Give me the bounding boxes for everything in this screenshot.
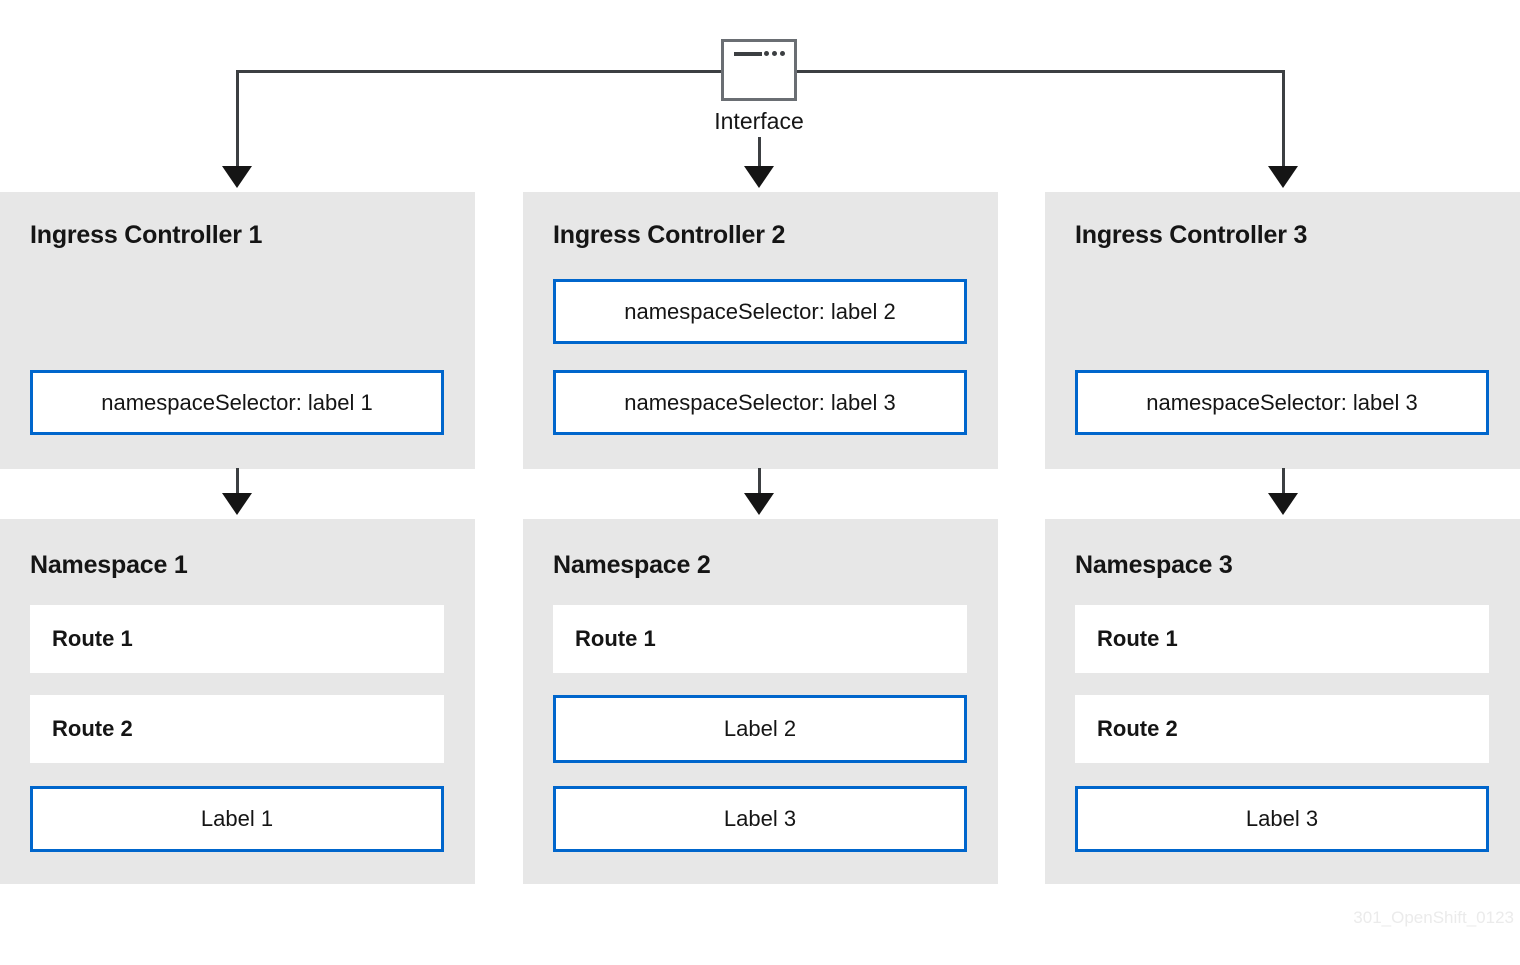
ingress-controller-3-panel: Ingress Controller 3 namespaceSelector: … [1045,192,1520,469]
ingress-controller-2-title: Ingress Controller 2 [553,221,786,249]
namespace-2-title: Namespace 2 [553,551,711,579]
window-icon [721,39,797,101]
connector-to-controller-1 [236,70,239,168]
arrowhead-to-namespace-1 [222,493,252,515]
arrowhead-to-namespace-2 [744,493,774,515]
watermark: 301_OpenShift_0123 [1353,908,1514,927]
route-box[interactable]: Route 1 [30,605,444,673]
connector-controller-1-to-namespace-1 [236,468,239,495]
window-icon-dots [764,51,785,56]
namespace-3-panel: Namespace 3 Route 1 Route 2 Label 3 [1045,519,1520,884]
ingress-controller-3-title: Ingress Controller 3 [1075,221,1308,249]
namespace-3-title: Namespace 3 [1075,551,1233,579]
route-label: Route 2 [1097,716,1178,741]
window-icon-title-bar [734,52,762,56]
label-text: Label 3 [723,806,797,831]
route-box[interactable]: Route 1 [1075,605,1489,673]
arrowhead-to-controller-1 [222,166,252,188]
route-label: Route 2 [52,716,133,741]
namespace-selector-box[interactable]: namespaceSelector: label 1 [30,370,444,435]
namespace-selector-box[interactable]: namespaceSelector: label 3 [553,370,967,435]
connector-to-controller-2 [758,137,761,168]
connector-to-controller-3 [1282,70,1285,168]
label-text: Label 1 [200,806,274,831]
route-box[interactable]: Route 2 [1075,695,1489,763]
route-label: Route 1 [1097,626,1178,651]
bus-line-left [236,70,722,73]
route-label: Route 1 [575,626,656,651]
route-label: Route 1 [52,626,133,651]
ingress-controller-1-panel: Ingress Controller 1 namespaceSelector: … [0,192,475,469]
ingress-controller-2-panel: Ingress Controller 2 namespaceSelector: … [523,192,998,469]
namespace-2-panel: Namespace 2 Route 1 Label 2 Label 3 [523,519,998,884]
namespace-selector-box[interactable]: namespaceSelector: label 3 [1075,370,1489,435]
connector-controller-2-to-namespace-2 [758,468,761,495]
namespace-selector-text: namespaceSelector: label 2 [624,298,896,324]
arrowhead-to-controller-2 [744,166,774,188]
connector-controller-3-to-namespace-3 [1282,468,1285,495]
namespace-1-panel: Namespace 1 Route 1 Route 2 Label 1 [0,519,475,884]
label-box[interactable]: Label 3 [553,786,967,852]
arrowhead-to-namespace-3 [1268,493,1298,515]
namespace-selector-box[interactable]: namespaceSelector: label 2 [553,279,967,344]
route-box[interactable]: Route 2 [30,695,444,763]
label-text: Label 2 [723,716,797,741]
bus-line-right [796,70,1285,73]
route-box[interactable]: Route 1 [553,605,967,673]
namespace-selector-text: namespaceSelector: label 3 [624,389,896,415]
interface-label: Interface [714,108,804,134]
namespace-1-title: Namespace 1 [30,551,188,579]
label-box[interactable]: Label 2 [553,695,967,763]
label-box[interactable]: Label 3 [1075,786,1489,852]
arrowhead-to-controller-3 [1268,166,1298,188]
namespace-selector-text: namespaceSelector: label 1 [101,389,373,415]
namespace-selector-text: namespaceSelector: label 3 [1146,389,1418,415]
ingress-controller-1-title: Ingress Controller 1 [30,221,263,249]
label-text: Label 3 [1245,806,1319,831]
label-box[interactable]: Label 1 [30,786,444,852]
